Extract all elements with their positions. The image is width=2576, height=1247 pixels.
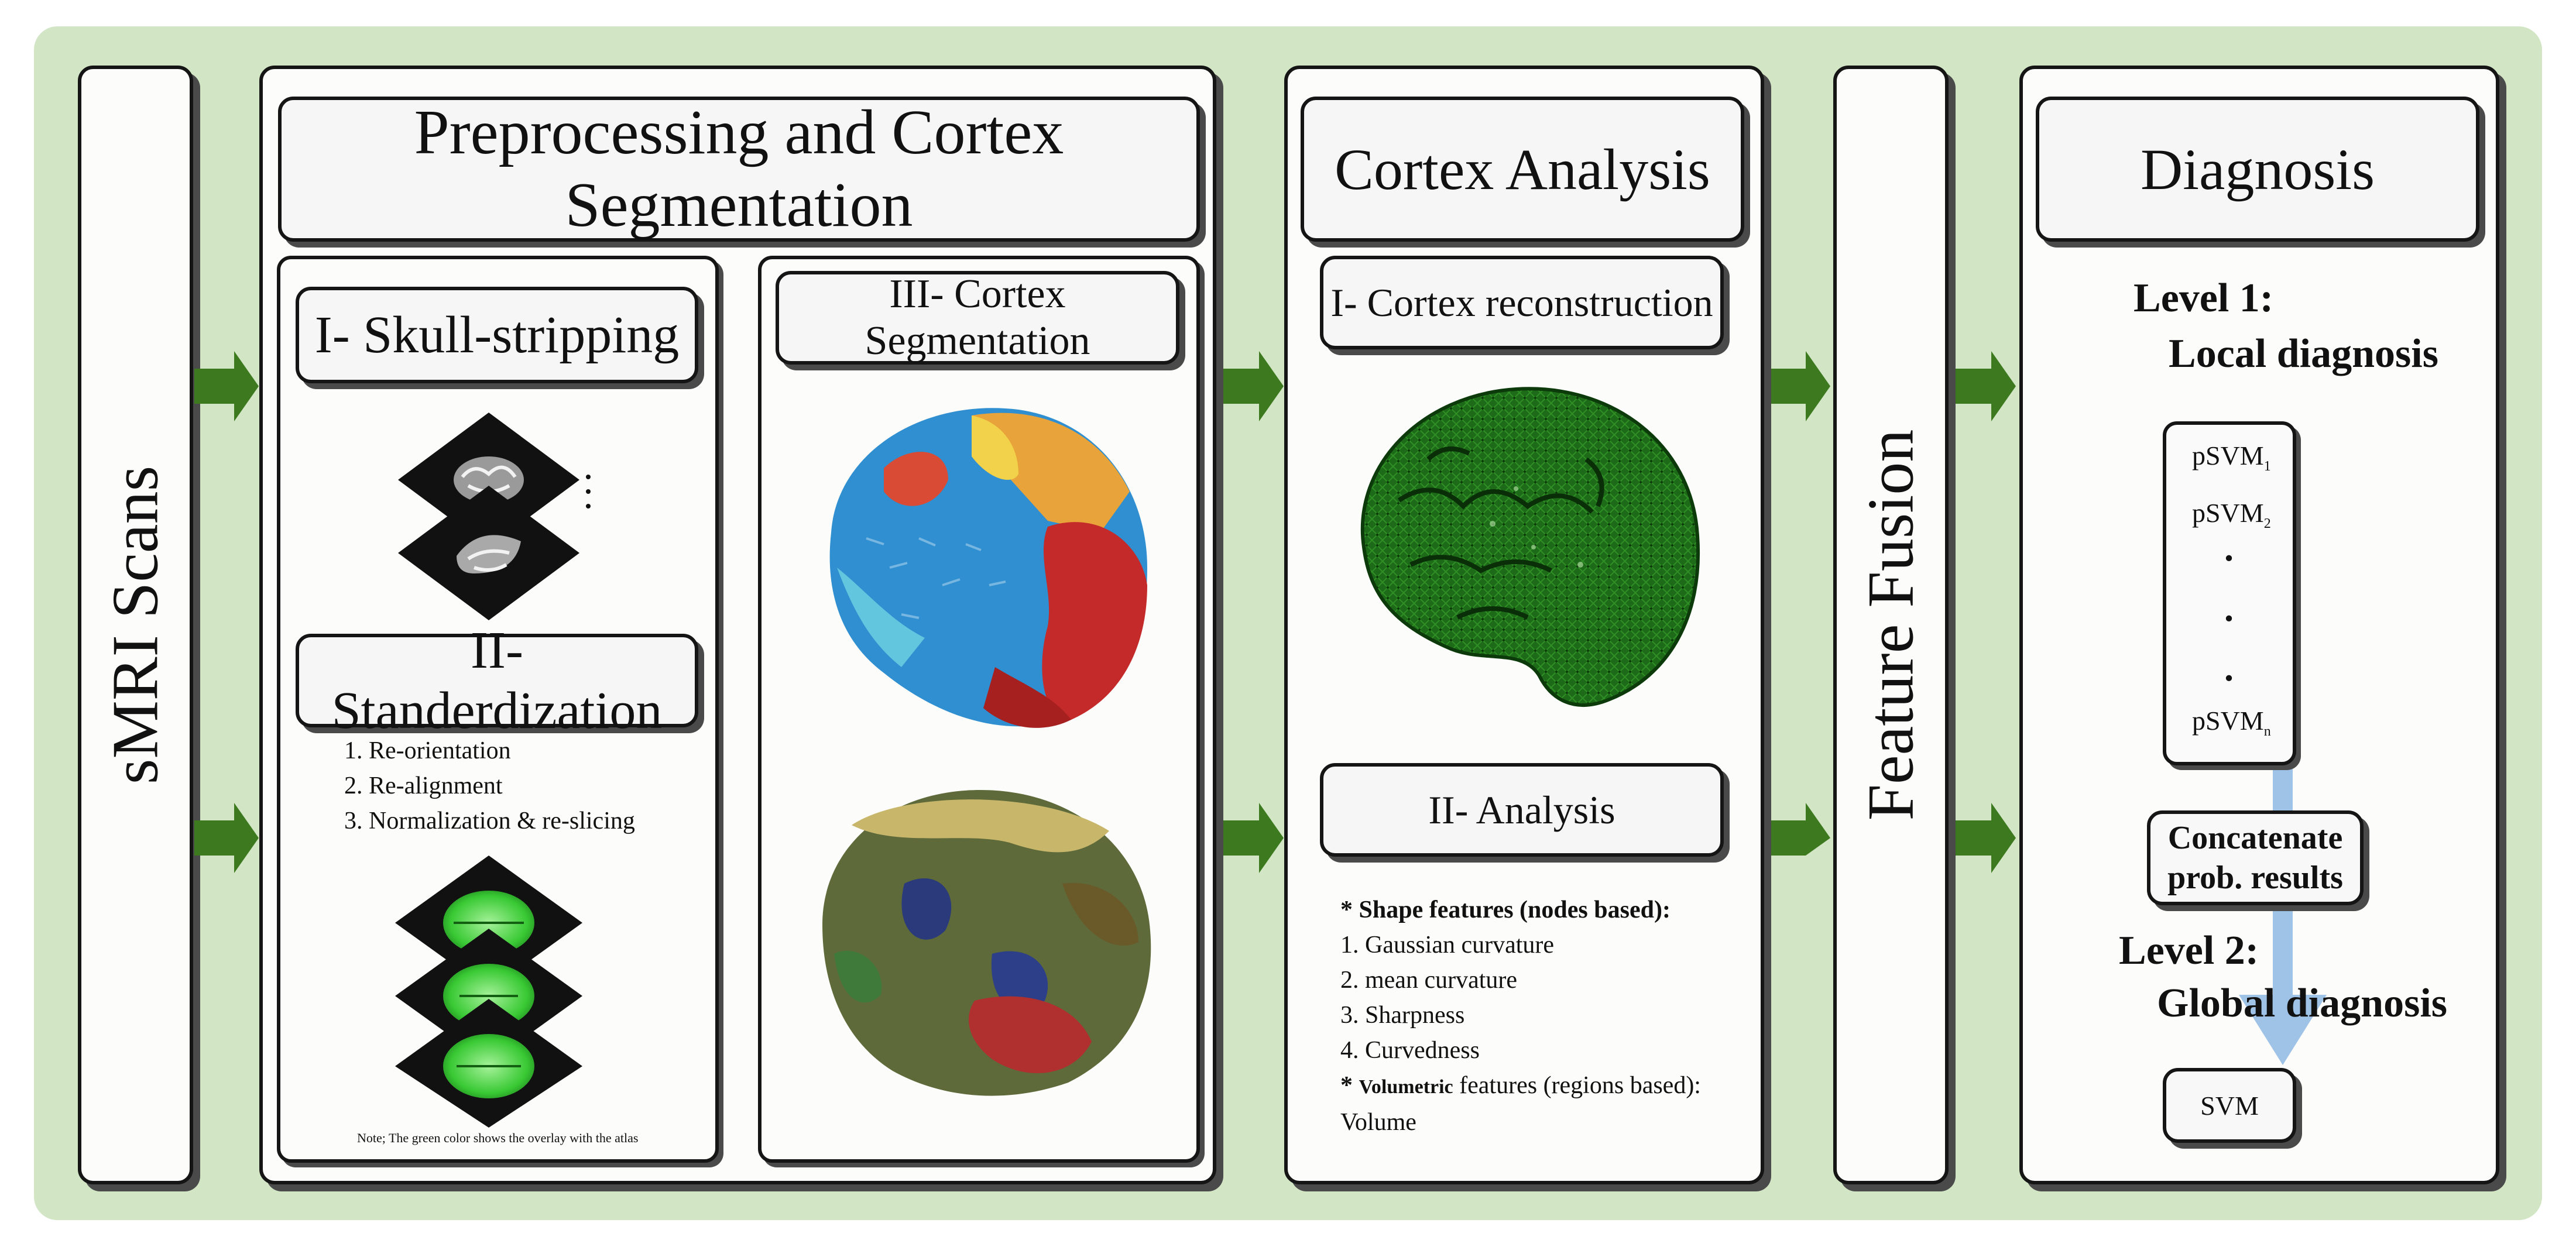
segmented-brain-bottom-icon — [822, 790, 1151, 1096]
psvm-n: pSVMn — [2192, 706, 2271, 740]
shape-feature-item: 1. Gaussian curvature — [1340, 932, 1555, 959]
cortex-reconstruction-box: I- Cortex reconstruction — [1320, 256, 1724, 349]
arrow-right-icon — [1951, 351, 2016, 421]
feature-list: * Shape features (nodes based): 1. Gauss… — [1340, 892, 1701, 1140]
psvm-1: pSVM1 — [2192, 441, 2271, 475]
segmented-brain-top-icon — [829, 408, 1147, 728]
arrow-right-icon — [1219, 351, 1284, 421]
psvm-ellipsis-dot: . — [2224, 527, 2234, 569]
analysis-box: II- Analysis — [1320, 763, 1724, 857]
arrow-right-icon — [1766, 351, 1830, 421]
global-diagnosis-label: Global diagnosis — [2157, 981, 2448, 1026]
smri-scans-panel: sMRI Scans — [78, 66, 193, 1184]
psvm-ellipsis-dot: . — [2224, 588, 2234, 629]
atlas-overlay-slices-icon — [395, 856, 582, 1128]
step-item: 1. Re-orientation — [344, 737, 511, 764]
local-diagnosis-label: Local diagnosis — [2169, 331, 2438, 376]
skull-stripping-slices-icon — [398, 413, 591, 620]
shape-feature-item: 2. mean curvature — [1340, 967, 1518, 994]
atlas-note: Note; The green color shows the overlay … — [357, 1131, 639, 1145]
shape-feature-item: 3. Sharpness — [1340, 1002, 1465, 1029]
psvm-list-box — [2163, 421, 2296, 765]
arrow-right-icon — [1219, 803, 1284, 873]
cortex-segmentation-box: III- Cortex Segmentation — [776, 271, 1179, 365]
svm-box: SVM — [2163, 1068, 2296, 1143]
arrow-right-icon — [194, 351, 259, 421]
arrow-right-icon — [1766, 803, 1830, 856]
arrow-right-icon — [1951, 803, 2016, 873]
skull-stripping-box: I- Skull-stripping — [296, 287, 698, 383]
volumetric-features-header: * Volumetric features (regions based): — [1340, 1072, 1701, 1099]
volumetric-feature-item: Volume — [1340, 1109, 1416, 1136]
cortex-mesh-icon — [1360, 387, 1700, 707]
shape-features-header: * Shape features (nodes based): — [1340, 896, 1671, 923]
cortex-analysis-title: Cortex Analysis — [1301, 97, 1744, 242]
standardization-steps: 1. Re-orientation 2. Re-alignment 3. Nor… — [344, 733, 635, 839]
step-item: 2. Re-alignment — [344, 772, 503, 799]
standardization-box: II- Standerdization — [296, 621, 698, 740]
psvm-2: pSVM2 — [2192, 498, 2271, 532]
level1-label: Level 1: — [2133, 276, 2274, 321]
arrow-right-icon — [194, 803, 259, 873]
diagnosis-title: Diagnosis — [2036, 97, 2479, 242]
level2-label: Level 2: — [2119, 928, 2259, 973]
feature-fusion-panel: Feature Fusion — [1833, 66, 1949, 1184]
shape-feature-item: 4. Curvedness — [1340, 1037, 1480, 1064]
concatenate-box: Concatenate prob. results — [2147, 810, 2364, 905]
step-item: 3. Normalization & re-slicing — [344, 808, 635, 834]
psvm-ellipsis-dot: . — [2224, 647, 2234, 689]
preprocessing-title: Preprocessing and Cortex Segmentation — [278, 97, 1200, 242]
feature-fusion-label: Feature Fusion — [1854, 429, 1927, 821]
